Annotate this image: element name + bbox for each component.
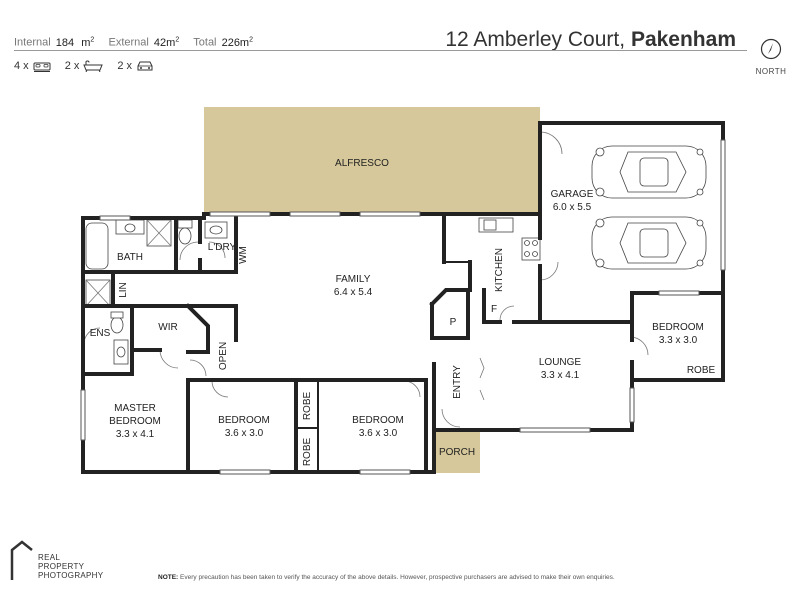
header-divider	[14, 50, 747, 51]
garage-car-top	[591, 145, 707, 199]
toilet-ensuite	[110, 316, 124, 334]
kitchen-label: KITCHEN	[494, 248, 505, 292]
robe4-label: ROBE	[687, 365, 716, 376]
total-value: 226m2	[221, 36, 254, 49]
laundry-label: L'DRY	[208, 242, 237, 253]
external-label: External	[108, 36, 149, 49]
bedroom-count: 4 x	[14, 60, 51, 72]
master-label-1: MASTER	[114, 403, 156, 414]
bath-label: BATH	[117, 252, 143, 263]
car-icon	[137, 61, 153, 71]
suburb: Pakenham	[630, 28, 736, 51]
garage-dims: 6.0 x 5.5	[553, 202, 592, 213]
family-label: FAMILY	[336, 274, 371, 285]
wir-label: WIR	[158, 322, 177, 333]
bedroom4-dims: 3.3 x 3.0	[659, 335, 698, 346]
property-address: 12 Amberley Court, Pakenham	[445, 28, 736, 52]
wm-label: WM	[238, 246, 249, 264]
bedroom3-label: BEDROOM	[352, 415, 404, 426]
alfresco-label: ALFRESCO	[335, 158, 389, 169]
porch-area	[434, 430, 480, 473]
robe2-label: ROBE	[302, 392, 313, 421]
bed-icon	[33, 62, 51, 72]
bathtub	[85, 222, 109, 270]
master-dims: 3.3 x 4.1	[116, 429, 155, 440]
north-compass: NORTH	[754, 38, 788, 76]
car-count: 2 x	[117, 60, 154, 72]
lounge-label: LOUNGE	[539, 357, 582, 368]
internal-label: Internal	[14, 36, 51, 49]
room-labels: ALFRESCO GARAGE 6.0 x 5.5 BATH L'DRY WM …	[90, 158, 716, 466]
entry-arrow	[479, 357, 485, 401]
lounge-dims: 3.3 x 4.1	[541, 370, 580, 381]
family-dims: 6.4 x 5.4	[334, 287, 373, 298]
porch-label: PORCH	[439, 447, 475, 458]
north-label: NORTH	[755, 67, 787, 76]
ensuite-label: ENS	[90, 328, 111, 339]
brand-mark-icon	[10, 540, 33, 580]
feature-counts: 4 x 2 x 2 x	[14, 60, 154, 72]
total-label: Total	[193, 36, 217, 49]
fridge-label: F	[491, 304, 497, 315]
toilet-bath	[178, 227, 192, 245]
brand-name: REAL PROPERTY PHOTOGRAPHY	[38, 553, 104, 580]
garage-label: GARAGE	[551, 189, 594, 200]
disclaimer-note: NOTE: Every precaution has been taken to…	[158, 574, 615, 581]
alfresco-area	[204, 107, 540, 214]
bedroom3-dims: 3.6 x 3.0	[359, 428, 398, 439]
internal-value: 184	[55, 36, 75, 49]
brand-logo: REAL PROPERTY PHOTOGRAPHY	[10, 540, 103, 580]
area-summary: Internal 184 m2 External 42m2 Total 226m…	[14, 36, 255, 49]
bedroom4-label: BEDROOM	[652, 322, 704, 333]
garage-car-bottom	[591, 216, 707, 270]
bathroom-count: 2 x	[65, 60, 104, 72]
windows	[80, 139, 726, 475]
robe3-label: ROBE	[302, 438, 313, 467]
open-label: OPEN	[218, 342, 229, 370]
pantry-label: P	[450, 317, 457, 328]
street-address: 12 Amberley Court,	[445, 28, 626, 51]
entry-label: ENTRY	[452, 365, 463, 399]
bath-basin	[124, 223, 136, 233]
bath-icon	[83, 60, 104, 72]
compass-icon	[760, 38, 782, 60]
external-value: 42m2	[153, 36, 180, 49]
linen-label: LIN	[118, 282, 129, 298]
master-label-2: BEDROOM	[109, 416, 161, 427]
kitchen-sink	[483, 219, 497, 231]
bedroom2-dims: 3.6 x 3.0	[225, 428, 264, 439]
internal-unit: m2	[81, 36, 95, 49]
bedroom2-label: BEDROOM	[218, 415, 270, 426]
